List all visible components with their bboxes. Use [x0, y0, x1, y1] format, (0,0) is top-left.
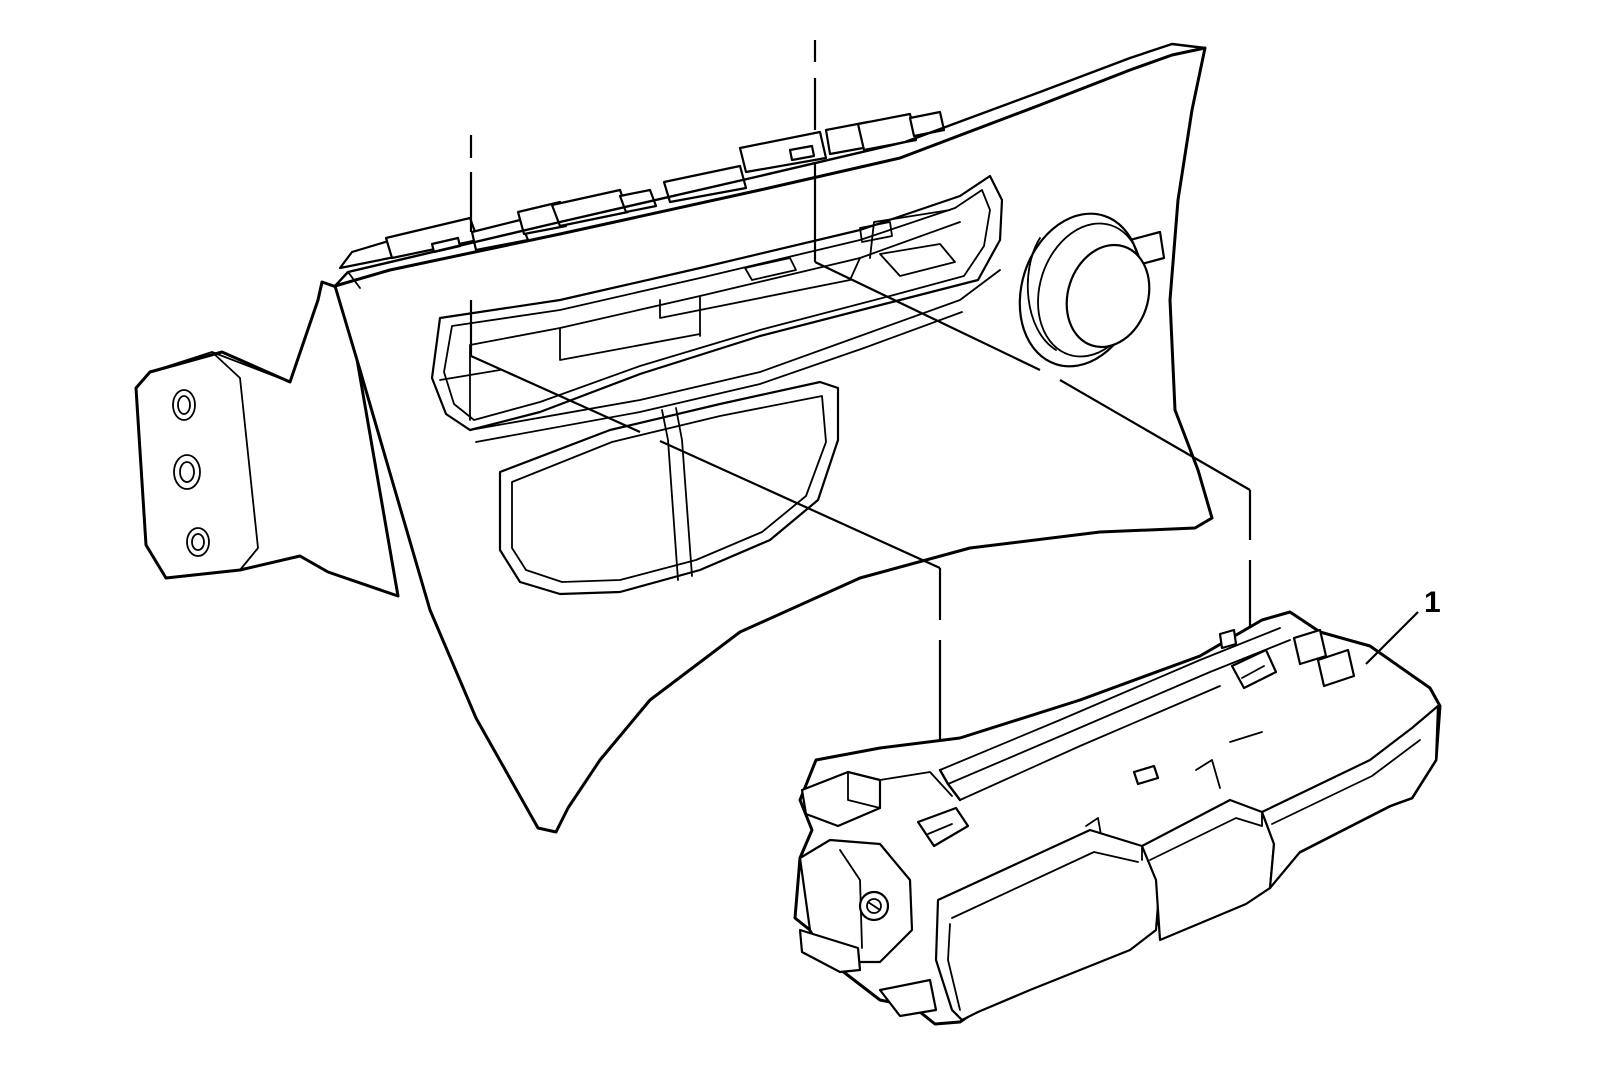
switch-button-right: [1260, 704, 1440, 890]
lower-pocket: [498, 380, 840, 596]
bolt-hole-top: [172, 389, 196, 421]
mounting-bracket: [134, 280, 400, 598]
switch-button-left: [934, 828, 1162, 1022]
alignment-guide-lines: [469, 40, 1252, 808]
instrument-panel-bezel: [134, 42, 1214, 834]
switch-module: [793, 610, 1442, 1026]
rear-retaining-tabs: [338, 110, 946, 270]
screw-icon: [858, 890, 890, 922]
power-outlet: [1018, 212, 1166, 368]
bolt-hole-middle: [173, 454, 201, 490]
retaining-clip-right: [1230, 648, 1278, 690]
callout-1: 1: [1365, 586, 1441, 665]
callout-leader-line: [1365, 611, 1419, 665]
bolt-hole-bottom: [186, 527, 210, 557]
callout-1-label: 1: [1424, 586, 1441, 619]
